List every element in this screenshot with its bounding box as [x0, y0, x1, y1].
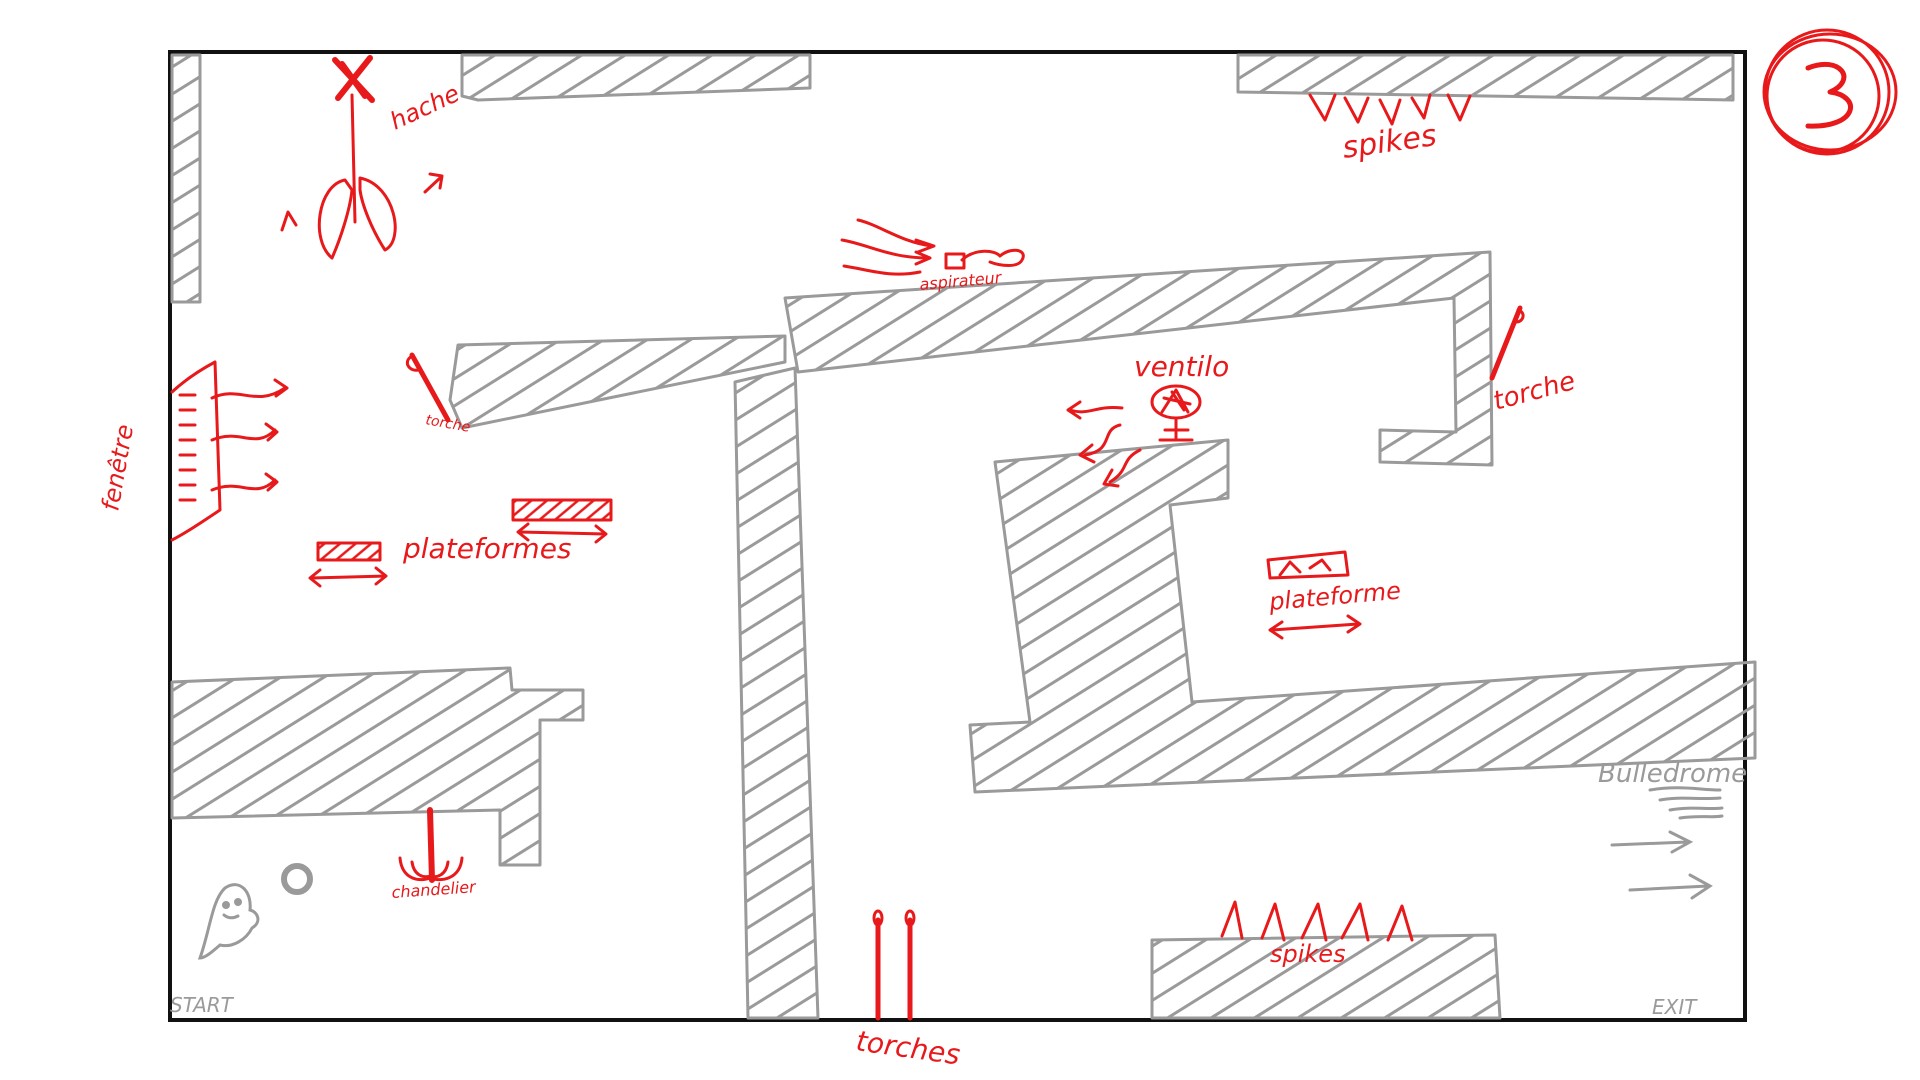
wall-upper-long [783, 250, 1494, 467]
ventilo-label: ventilo [1134, 350, 1229, 383]
chandelier-icon [398, 807, 464, 883]
hache-label: hache [386, 79, 464, 135]
axe-icon [280, 55, 444, 260]
plateforme-label: plateforme [1267, 577, 1402, 616]
wall-center-column [733, 366, 820, 1020]
spikes-bottom-label: spikes [1270, 940, 1346, 968]
wall-top-center [460, 53, 812, 102]
level-number-badge [1762, 28, 1898, 156]
torch-left-icon [405, 352, 451, 423]
annotations: hache fenêtre plateformes torche [96, 28, 1898, 1071]
exit-label: EXIT [1652, 995, 1698, 1019]
ball-icon [281, 863, 313, 895]
wall-left-top [170, 53, 202, 304]
vacuum-icon [840, 218, 1025, 276]
moving-platforms-left [308, 498, 613, 588]
walls [170, 53, 1757, 1020]
torch-right-icon [1489, 305, 1525, 381]
level-number-text: 3 [1815, 109, 1817, 111]
spikes-top-label: spikes [1340, 118, 1438, 166]
spikes-top-icon [1308, 93, 1472, 126]
moving-platform-right [1266, 550, 1362, 640]
torches-label: torches [854, 1024, 962, 1071]
chandelier-label: chandelier [391, 877, 478, 902]
wall-upper-ledge [448, 334, 787, 430]
wall-left-block [170, 666, 585, 867]
wall-top-right [1236, 53, 1735, 102]
plateformes-label: plateformes [402, 532, 572, 565]
wall-fan-block [968, 438, 1757, 794]
torches-bottom-icon [872, 909, 916, 1021]
player-ghost-icon [197, 883, 260, 960]
bulledrome-area: Bulledrome [1598, 759, 1747, 900]
fan-icon [1066, 384, 1202, 488]
fenetre-label: fenêtre [96, 422, 139, 513]
bulledrome-label: Bulledrome [1598, 759, 1747, 789]
spikes-bottom-icon [1220, 900, 1414, 942]
torche-right-label: torche [1490, 366, 1578, 417]
torche-left-label: torche [424, 412, 471, 436]
start-label: START [170, 993, 235, 1017]
window-icon [170, 360, 289, 542]
level-frame [168, 50, 1747, 1022]
wall-bottom-right [1150, 933, 1502, 1020]
